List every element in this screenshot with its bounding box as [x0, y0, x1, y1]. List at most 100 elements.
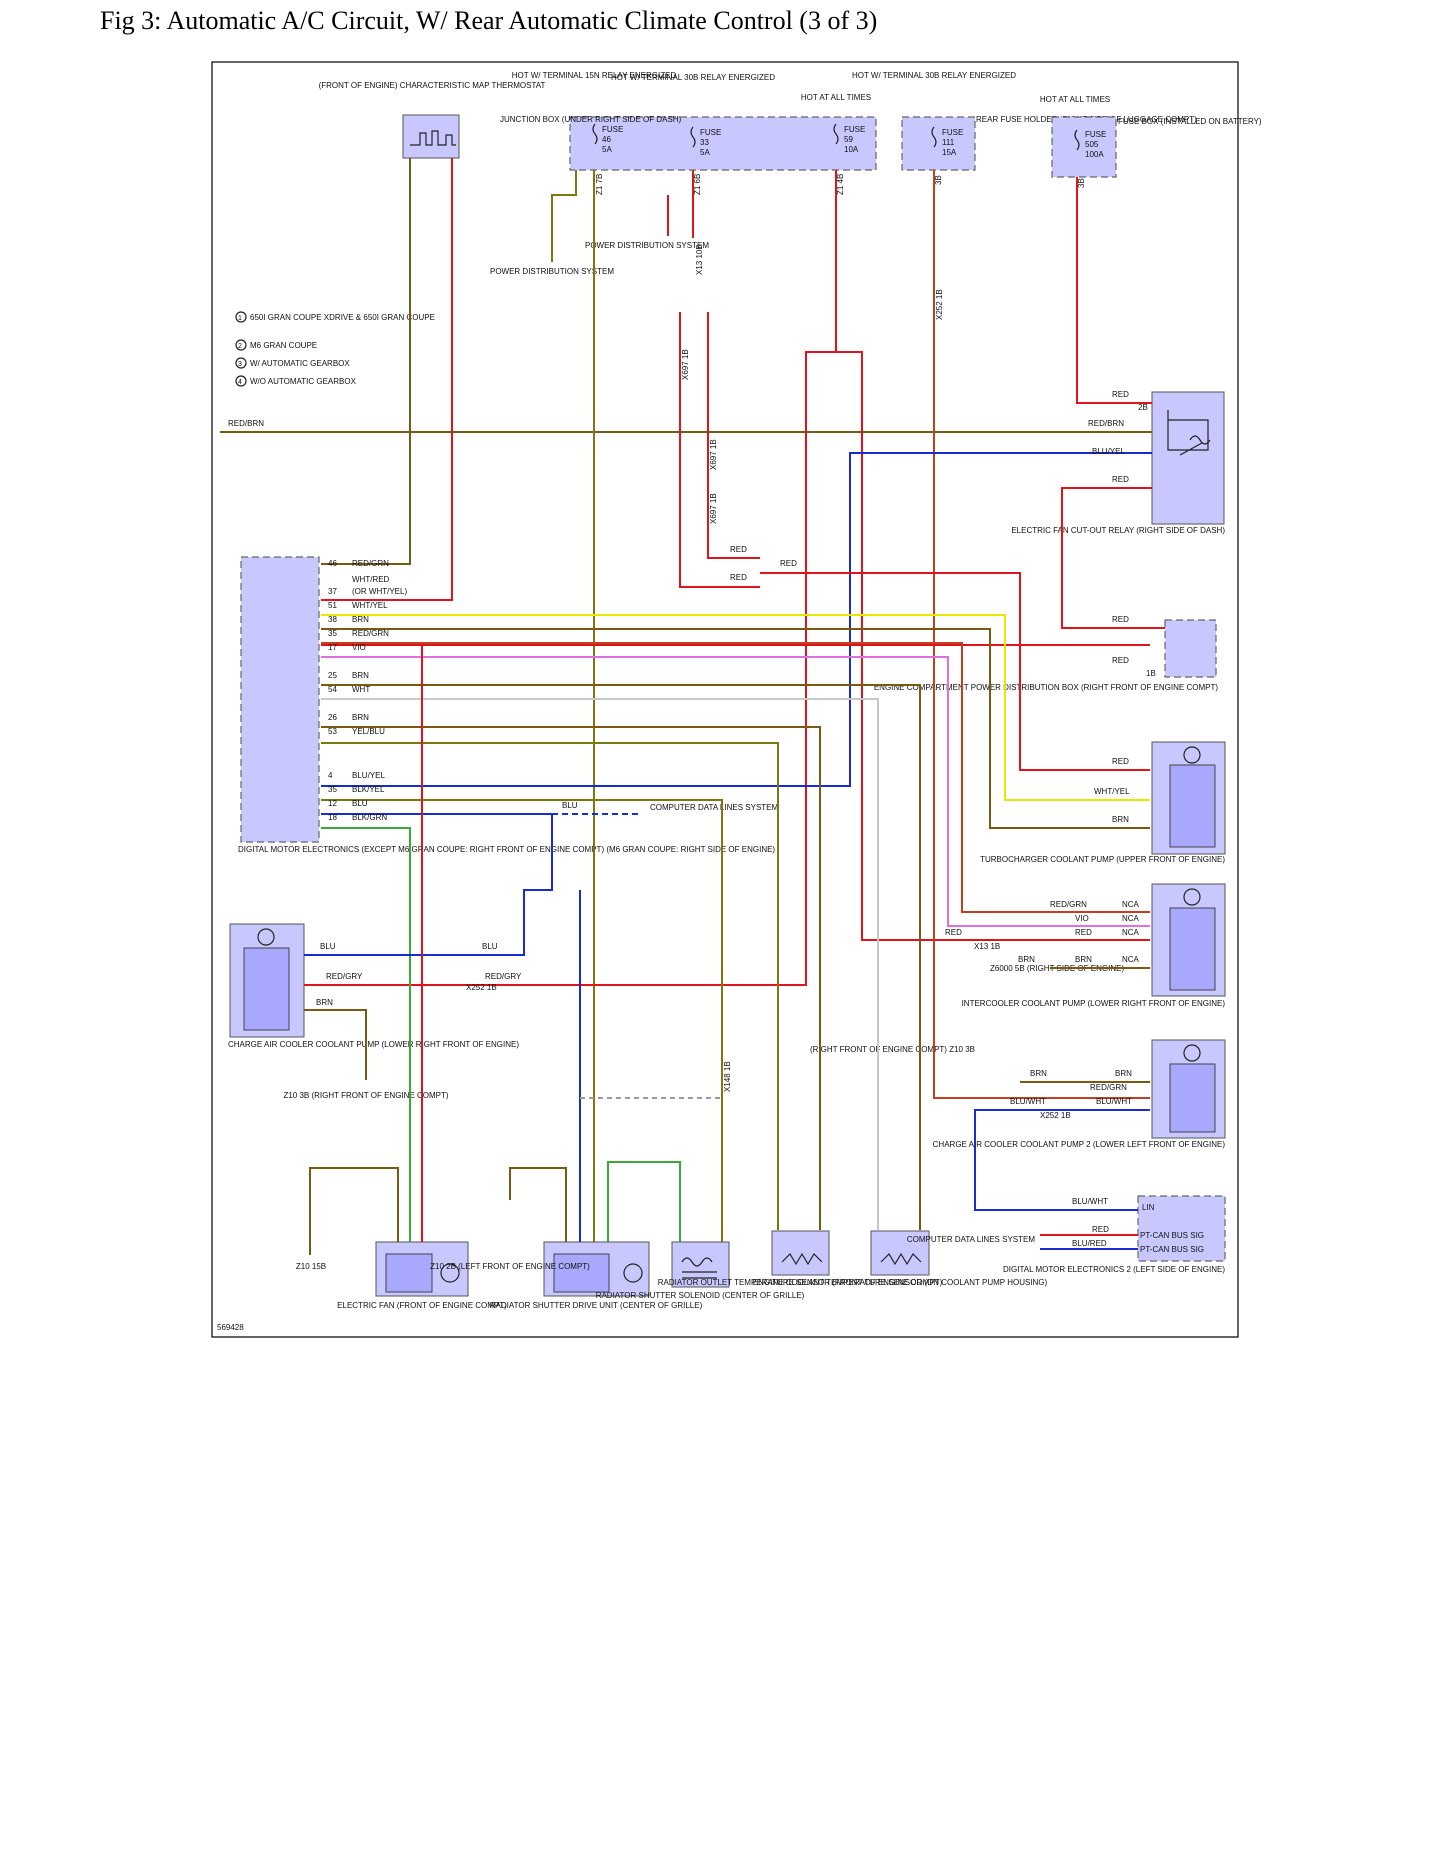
connector-label: Z1 6B: [693, 174, 702, 195]
wire-label: BLU/WHT: [1096, 1097, 1132, 1106]
legend-item: W/ AUTOMATIC GEARBOX: [250, 359, 350, 368]
wire-vio: [321, 656, 1150, 927]
motor-icon: [1183, 1044, 1201, 1062]
connector-label: X13 1B: [974, 942, 1000, 951]
nca-label: NCA: [1122, 900, 1140, 909]
pin-number: 53: [328, 727, 337, 736]
motor-icon: [1183, 888, 1201, 906]
motor-icon: [1183, 746, 1201, 764]
connector-label: 3B: [1077, 178, 1086, 188]
battery-fuse-box-label: FUSE BOX (INSTALLED ON BATTERY): [1118, 117, 1262, 126]
engine-coolant-sensor: [870, 1230, 930, 1276]
connector-label: X697 1B: [709, 439, 718, 470]
pin-number: 18: [328, 813, 337, 822]
fuse-amp: 10A: [844, 145, 859, 154]
wire-brn-fan: [309, 1167, 399, 1255]
figure-title: Fig 3: Automatic A/C Circuit, W/ Rear Au…: [100, 6, 878, 35]
turbo-pump-label: TURBOCHARGER COOLANT PUMP (UPPER FRONT O…: [980, 855, 1225, 864]
fuse-label: FUSE: [844, 125, 865, 134]
computer-data-label: COMPUTER DATA LINES SYSTEM: [907, 1235, 1036, 1244]
wire-red-grn: [321, 158, 411, 565]
dme-pin-list: 46 RED/GRN WHT/RED 37 (OR WHT/YEL) 51 WH…: [328, 559, 407, 822]
lin-label: LIN: [1142, 1203, 1155, 1212]
wire-red-turbo: [760, 572, 1150, 771]
cac-pump-label: CHARGE AIR COOLER COOLANT PUMP (LOWER RI…: [228, 1040, 519, 1049]
wire-brn-38: [321, 628, 1150, 829]
pin-wire: BRN: [352, 615, 369, 624]
pin-number: 37: [328, 587, 337, 596]
fuse-amp: 100A: [1085, 150, 1104, 159]
wire-labels: RED/BRN RED/BRN RED BLU/YEL RED RED RED …: [228, 390, 1132, 1248]
wire-wht-yel: [321, 614, 1150, 801]
fuse-icon: [1074, 129, 1080, 151]
fuse-label: FUSE: [1085, 130, 1106, 139]
cac-pump2-label: CHARGE AIR COOLER COOLANT PUMP 2 (LOWER …: [933, 1140, 1226, 1149]
ground-label: Z10 2B (LEFT FRONT OF ENGINE COMPT): [430, 1262, 590, 1271]
power-label: HOT W/ TERMINAL 15N RELAY ENERGIZED: [512, 71, 677, 80]
wire-label: RED: [730, 573, 747, 582]
pin-number: 17: [328, 643, 337, 652]
wire-grn-yel: [607, 1161, 681, 1242]
wire-label: RED: [945, 928, 962, 937]
outlet-sensor-label: RADIATOR OUTLET TEMPERATURE SENSOR (FRON…: [658, 1278, 943, 1287]
fuse-number: 59: [844, 135, 853, 144]
sensor-icon: [880, 1252, 922, 1266]
wire-wht-red: [321, 158, 453, 601]
wire-red-relay: [1061, 487, 1165, 629]
connector-label: X252 1B: [466, 983, 497, 992]
ecpdb-label: ENGINE COMPARTMENT POWER DISTRIBUTION BO…: [874, 683, 1219, 692]
ground-label: (RIGHT FRONT OF ENGINE COMPT) Z10 3B: [810, 1045, 975, 1054]
wire-label: RED/GRN: [1090, 1083, 1127, 1092]
nca-label: NCA: [1122, 955, 1140, 964]
nca-label: NCA: [1122, 928, 1140, 937]
legend-item: M6 GRAN COUPE: [250, 341, 317, 350]
pin-number: 4: [328, 771, 333, 780]
wire-red-gry: [304, 170, 837, 986]
thermostat-icon: [410, 130, 456, 146]
shutter-drive-label: RADIATOR SHUTTER DRIVE UNIT (CENTER OF G…: [490, 1301, 703, 1310]
pin-wire: BRN: [352, 671, 369, 680]
connector-label: X148 1B: [723, 1061, 732, 1092]
wire-label: VIO: [1075, 914, 1089, 923]
legend: 1 650I GRAN COUPE XDRIVE & 650I GRAN COU…: [235, 311, 435, 387]
wire-blu-yel: [321, 452, 1152, 787]
pin-wire: WHT/YEL: [352, 601, 388, 610]
fan-cutout-relay: [1151, 391, 1225, 525]
wire-label: RED/BRN: [228, 419, 264, 428]
wire-label: RED/BRN: [1088, 419, 1124, 428]
svg-text:3: 3: [238, 361, 242, 368]
ect-sensor-label: ENGINE COOLANT TEMPERATURE SENSOR (ON CO…: [753, 1278, 1048, 1287]
fuse-icon: [690, 126, 696, 148]
diagram-frame: [211, 61, 1239, 1338]
fuse-amp: 15A: [942, 148, 957, 157]
wire-label: RED/GRY: [485, 972, 522, 981]
pin-number: 35: [328, 629, 337, 638]
pin-number: 35: [328, 785, 337, 794]
wire-label: RED: [1075, 928, 1092, 937]
wire-brn-25: [321, 684, 921, 1230]
wire-label: BLU: [320, 942, 336, 951]
power-label: HOT AT ALL TIMES: [801, 93, 871, 102]
connector-label: Z1 4B: [836, 174, 845, 195]
nca-label: NCA: [1122, 914, 1140, 923]
wire-label: RED: [1092, 1225, 1109, 1234]
sensor-icon: [781, 1252, 823, 1266]
intercooler-pump-label: INTERCOOLER COOLANT PUMP (LOWER RIGHT FR…: [962, 999, 1226, 1008]
pin-number: 38: [328, 615, 337, 624]
pin-number: 12: [328, 799, 337, 808]
fuse-icon: [592, 123, 598, 145]
connector-label: 1B: [1146, 669, 1156, 678]
motor-icon: [440, 1263, 460, 1283]
wire-label: BRN: [1030, 1069, 1047, 1078]
battery-fuse-box: [1051, 116, 1117, 178]
pin-wire: BLU/YEL: [352, 771, 385, 780]
connector-label: X697 1B: [681, 349, 690, 380]
connector-label: X252 1B: [935, 289, 944, 320]
fuse-label: FUSE: [942, 128, 963, 137]
connector-label: X697 1B: [709, 493, 718, 524]
pin-wire: WHT: [352, 685, 370, 694]
dme-2: [1137, 1195, 1226, 1262]
wire-yel-blu: [321, 742, 779, 1230]
wire-label: WHT/YEL: [1094, 787, 1130, 796]
power-dist-label: POWER DISTRIBUTION SYSTEM: [490, 267, 614, 276]
